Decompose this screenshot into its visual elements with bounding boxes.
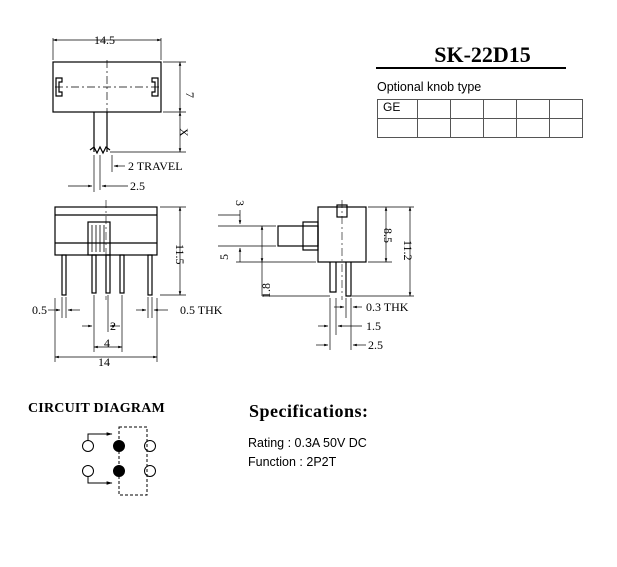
dim-pin-b: 2.5 [368, 338, 383, 352]
dim-body-height: 8.5 [381, 228, 395, 243]
dim-pin-pitch: 2 [110, 319, 116, 333]
knob-table-row [377, 118, 583, 138]
dim-right-pin: 0.5 THK [180, 303, 223, 317]
dim-pin-a: 1.5 [366, 319, 381, 333]
top-view [52, 38, 186, 192]
part-number-title: SK-22D15 [434, 42, 531, 67]
dim-front-width: 14 [98, 355, 110, 369]
side-view [218, 200, 414, 350]
dim-pin-span: 4 [104, 336, 110, 350]
dim-top-height: 7 [183, 92, 197, 98]
dim-left-pin: 0.5 [32, 303, 47, 317]
dim-top-width: 14.5 [94, 33, 115, 47]
specifications-title: Specifications: [249, 401, 369, 421]
knob-table-row: GE [377, 99, 583, 119]
knob-type-table: GE [377, 99, 583, 138]
spec-function: Function : 2P2T [248, 455, 337, 469]
front-view [48, 200, 186, 362]
dim-knob-length: X [177, 128, 191, 137]
title-underline [376, 67, 566, 69]
knob-type-caption: Optional knob type [377, 80, 482, 94]
dim-knob-offset: 5 [217, 254, 231, 260]
dim-side-thickness: 0.3 THK [366, 300, 409, 314]
dim-knob-height: 3 [233, 200, 247, 206]
circuit-symbol [82, 426, 156, 496]
dim-top-offset: 2.5 [130, 179, 145, 193]
spec-rating: Rating : 0.3A 50V DC [248, 436, 367, 450]
circuit-diagram-title: CIRCUIT DIAGRAM [28, 401, 165, 416]
dim-travel: 2 TRAVEL [128, 159, 183, 173]
dim-total-height: 11.2 [401, 240, 415, 261]
dim-front-height: 11.5 [173, 244, 187, 265]
dim-side-pin: 1.8 [259, 283, 273, 298]
knob-cell [549, 118, 583, 138]
